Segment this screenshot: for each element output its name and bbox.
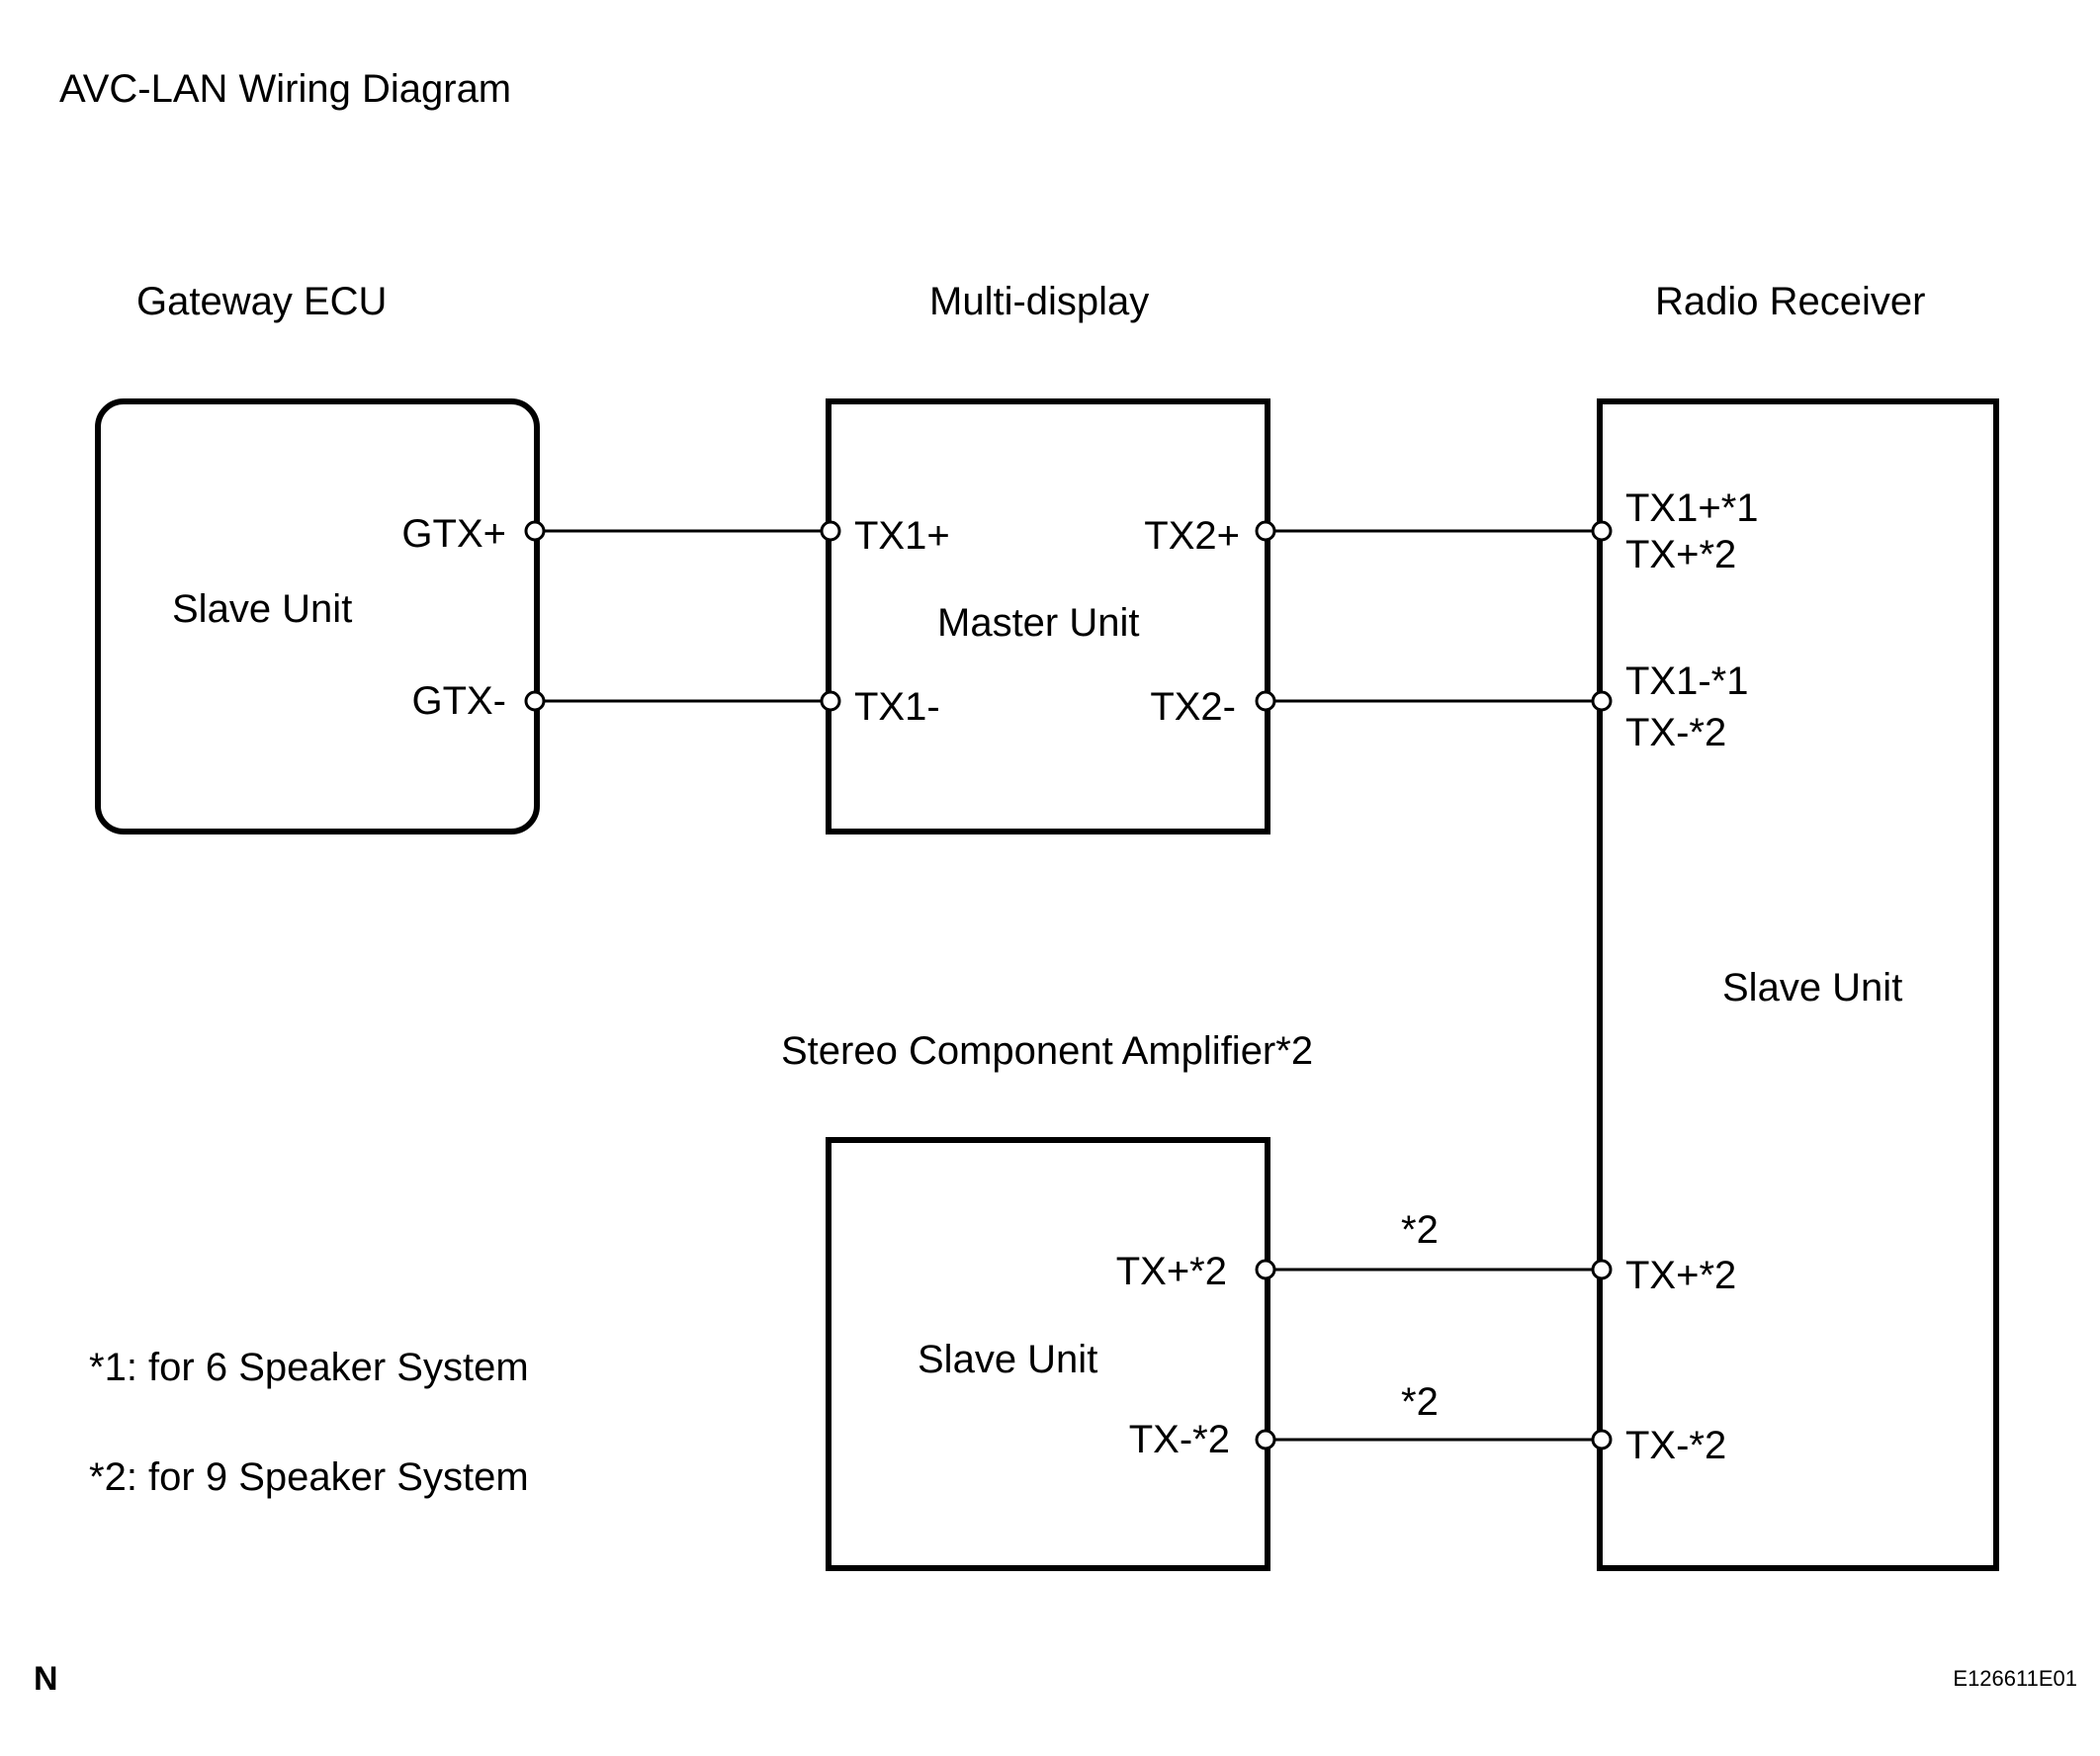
multi-display-label: Multi-display	[929, 280, 1149, 323]
multi-display-box	[826, 398, 1270, 834]
pin-label-radio-tx1-minus: TX1-*1	[1625, 659, 1749, 703]
amplifier-label: Stereo Component Amplifier*2	[781, 1029, 1313, 1073]
pin-label-tx2-minus: TX2-	[1150, 685, 1236, 729]
gateway-ecu-box	[95, 398, 540, 834]
terminal-radio-plus	[1591, 520, 1613, 542]
terminal-amp-plus	[1255, 1259, 1276, 1280]
multi-display-unit-label: Master Unit	[937, 601, 1140, 645]
terminal-radio-amp-plus	[1591, 1259, 1613, 1280]
corner-mark: N	[34, 1660, 58, 1698]
terminal-amp-minus	[1255, 1429, 1276, 1450]
pin-label-radio-amp-plus: TX+*2	[1625, 1254, 1736, 1297]
gateway-unit-label: Slave Unit	[172, 587, 352, 631]
pin-label-gtx-minus: GTX-	[411, 679, 506, 723]
terminal-radio-amp-minus	[1591, 1429, 1613, 1450]
pin-label-amp-minus: TX-*2	[1129, 1418, 1230, 1461]
figure-code: E126611E01	[1953, 1666, 2077, 1691]
terminal-tx1-plus	[820, 520, 841, 542]
terminal-tx1-minus	[820, 690, 841, 712]
pin-label-radio-tx-minus: TX-*2	[1625, 711, 1726, 754]
amplifier-unit-label: Slave Unit	[918, 1338, 1097, 1381]
radio-unit-label: Slave Unit	[1722, 966, 1902, 1010]
pin-label-gtx-plus: GTX+	[401, 512, 506, 556]
terminal-tx2-plus	[1255, 520, 1276, 542]
footnote-2: *2: for 9 Speaker System	[89, 1455, 529, 1499]
diagram-title: AVC-LAN Wiring Diagram	[59, 67, 511, 111]
radio-receiver-label: Radio Receiver	[1655, 280, 1925, 323]
pin-label-tx2-plus: TX2+	[1144, 514, 1240, 558]
radio-receiver-box	[1597, 398, 1999, 1571]
pin-label-amp-plus: TX+*2	[1116, 1250, 1227, 1293]
terminal-tx2-minus	[1255, 690, 1276, 712]
amplifier-box	[826, 1137, 1270, 1571]
pin-label-radio-amp-minus: TX-*2	[1625, 1424, 1726, 1467]
terminal-gtx-minus	[524, 690, 546, 712]
wire-label-amp-minus: *2	[1401, 1380, 1439, 1424]
pin-label-tx1-plus: TX1+	[854, 514, 950, 558]
pin-label-tx1-minus: TX1-	[854, 685, 940, 729]
terminal-gtx-plus	[524, 520, 546, 542]
footnote-1: *1: for 6 Speaker System	[89, 1346, 529, 1389]
wire-label-amp-plus: *2	[1401, 1208, 1439, 1252]
pin-label-radio-tx1-plus: TX1+*1	[1625, 486, 1759, 530]
pin-label-radio-tx-plus: TX+*2	[1625, 533, 1736, 576]
gateway-ecu-label: Gateway ECU	[136, 280, 387, 323]
terminal-radio-minus	[1591, 690, 1613, 712]
